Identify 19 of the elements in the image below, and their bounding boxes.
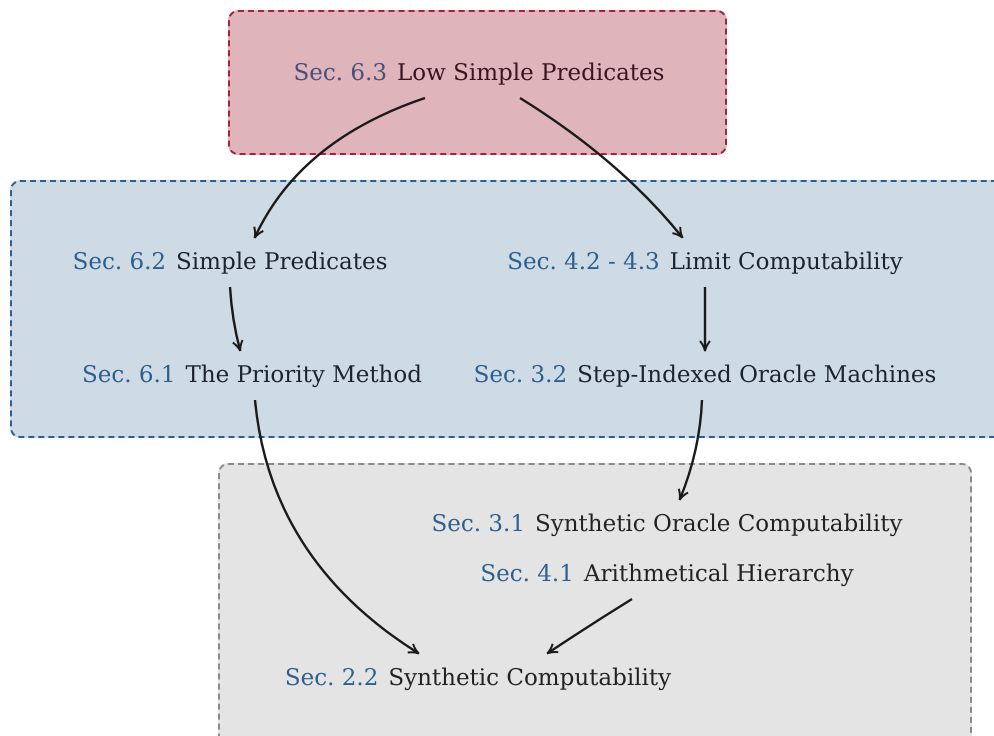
section-number: Sec. 3.1 <box>432 510 525 539</box>
section-title: Synthetic Computability <box>388 664 672 693</box>
group-panel <box>228 10 727 155</box>
section-number: Sec. 6.1 <box>82 361 176 390</box>
section-title: Low Simple Predicates <box>397 59 664 88</box>
section-number: Sec. 4.1 <box>480 560 574 589</box>
group-panel <box>10 180 994 438</box>
section-number: Sec. 6.2 <box>72 248 166 277</box>
section-title: Arithmetical Hierarchy <box>584 560 854 589</box>
group-panel <box>218 463 972 736</box>
section-number: Sec. 2.2 <box>284 664 378 693</box>
section-title: Synthetic Oracle Computability <box>534 510 902 539</box>
section-number: Sec. 6.3 <box>294 59 387 88</box>
section-title: Step-Indexed Oracle Machines <box>577 361 936 390</box>
section-number: Sec. 4.2 - 4.3 <box>507 248 660 277</box>
section-title: The Priority Method <box>186 361 422 390</box>
section-title: Simple Predicates <box>176 248 388 277</box>
section-number: Sec. 3.2 <box>474 361 568 390</box>
section-title: Limit Computability <box>670 248 903 277</box>
